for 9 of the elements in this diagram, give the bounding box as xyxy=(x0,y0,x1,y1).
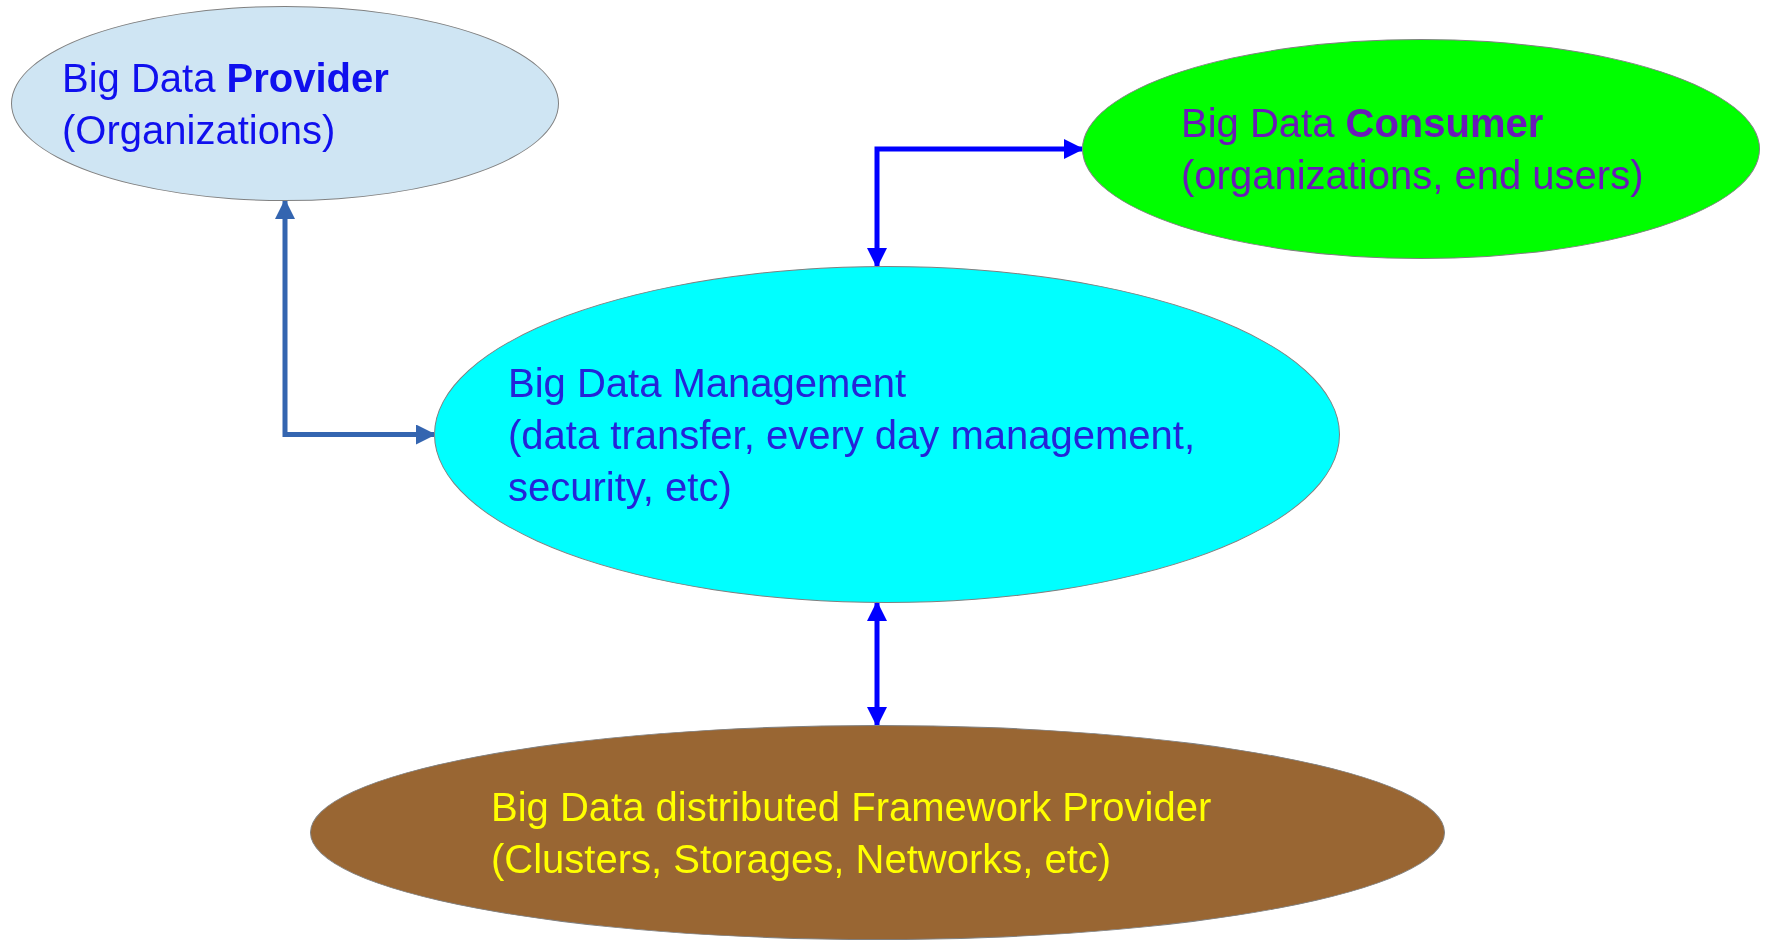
connector-arrow xyxy=(275,199,436,445)
node-title: Big Data Consumer xyxy=(1181,100,1545,147)
node-title: Big Data distributed Framework Provider xyxy=(491,783,1213,831)
node-description: (organizations, end users) xyxy=(1181,152,1645,199)
node-description: (data transfer, every day management, security, etc) xyxy=(508,411,1197,511)
node-title: Big Data Provider xyxy=(62,54,390,102)
node-title: Big Data Management xyxy=(508,359,907,407)
node-description: (Organizations) xyxy=(62,106,337,154)
node-description: (Clusters, Storages, Networks, etc) xyxy=(491,835,1113,883)
